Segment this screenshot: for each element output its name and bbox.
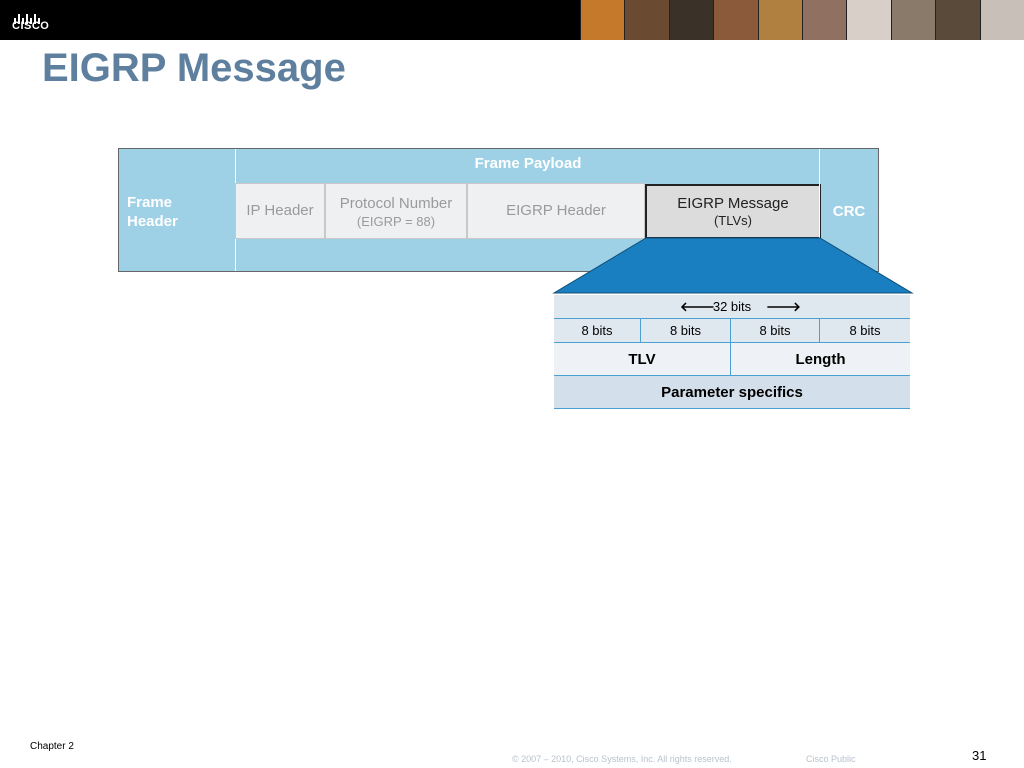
cisco-bars-icon — [14, 6, 42, 24]
public-label: Cisco Public — [806, 754, 856, 764]
eigrp-message-sub: (TLVs) — [713, 213, 753, 228]
eigrp-header-cell: EIGRP Header — [467, 183, 645, 239]
header-photo — [890, 0, 936, 40]
arrow-right-icon: 🡒 — [766, 299, 801, 314]
ip-header-label: IP Header — [246, 202, 314, 219]
frame-header-label: Frame Header — [127, 193, 178, 231]
header-photo — [624, 0, 669, 40]
chapter-label: Chapter 2 — [30, 741, 74, 752]
header-photo — [802, 0, 847, 40]
tlv-length-row: TLV Length — [554, 343, 910, 376]
slide-title: EIGRP Message — [42, 46, 346, 90]
frame-header-line2: Header — [127, 213, 178, 230]
parameter-specifics-cell: Parameter specifics — [554, 376, 910, 409]
crc-cell: CRC — [819, 149, 878, 271]
protocol-number-cell: Protocol Number (EIGRP = 88) — [325, 183, 467, 239]
header-photo — [846, 0, 891, 40]
protocol-number-label: Protocol Number — [339, 195, 453, 212]
copyright-text: © 2007 – 2010, Cisco Systems, Inc. All r… — [512, 754, 732, 764]
bits-cell: 8 bits — [641, 319, 731, 342]
frame-header-line1: Frame — [127, 194, 173, 211]
header-photo — [668, 0, 714, 40]
eigrp-message-label: EIGRP Message — [677, 195, 789, 212]
bits-cell: 8 bits — [554, 319, 641, 342]
header-photo — [979, 0, 1024, 40]
eigrp-header-label: EIGRP Header — [506, 202, 606, 219]
header-photo — [580, 0, 625, 40]
tlv-cell: TLV — [554, 343, 731, 375]
protocol-number-value: (EIGRP = 88) — [356, 214, 436, 229]
top-banner: CISCO — [0, 0, 1024, 40]
header-photo — [757, 0, 803, 40]
tlv-table: 🡐 32 bits 🡒 8 bits 8 bits 8 bits 8 bits … — [554, 295, 910, 409]
width-label: 32 bits — [712, 299, 752, 314]
cisco-logo-text: CISCO — [12, 20, 50, 32]
arrow-left-icon: 🡐 — [680, 299, 715, 314]
header-photo — [935, 0, 980, 40]
bits-cell: 8 bits — [849, 323, 881, 338]
frame-payload-label: Frame Payload — [474, 155, 582, 172]
cisco-logo: CISCO — [12, 6, 62, 34]
header-photo — [713, 0, 758, 40]
photo-strip — [580, 0, 1024, 40]
bits-cell: 8 bits — [731, 319, 820, 342]
length-cell: Length — [795, 351, 846, 368]
eigrp-message-cell: EIGRP Message (TLVs) — [645, 184, 821, 239]
bits-row: 8 bits 8 bits 8 bits 8 bits — [554, 319, 910, 343]
crc-label: CRC — [832, 203, 866, 220]
frame-diagram: Frame Header Frame Payload IP Header Pro… — [118, 148, 879, 272]
page-number: 31 — [972, 748, 987, 763]
ip-header-cell: IP Header — [235, 183, 325, 239]
expansion-shape — [552, 237, 914, 294]
width-row: 🡐 32 bits 🡒 — [554, 295, 910, 319]
